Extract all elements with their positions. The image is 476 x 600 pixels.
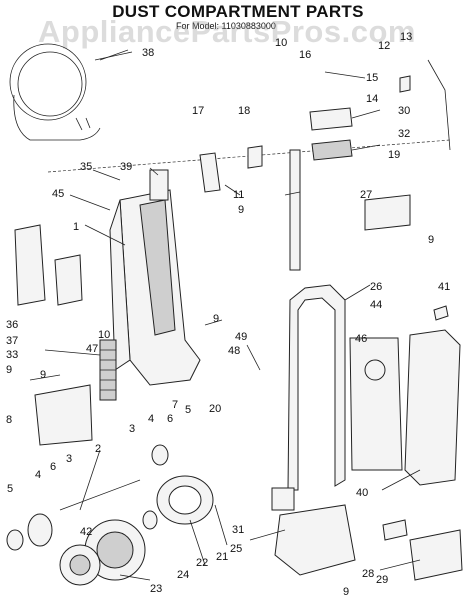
callout-9d: 9 [213, 313, 219, 325]
callout-3b: 3 [66, 453, 72, 465]
callout-40: 40 [356, 487, 368, 499]
callout-23: 23 [150, 583, 162, 595]
motor-assembly-part [6, 444, 214, 586]
callout-4a: 4 [148, 413, 154, 425]
vent-grille-part [409, 529, 463, 581]
callout-45: 45 [52, 188, 64, 200]
callout-14: 14 [366, 93, 378, 105]
callout-13: 13 [400, 31, 412, 43]
callout-5a: 5 [185, 404, 191, 416]
tube-frame-part [287, 284, 346, 491]
callout-9f: 9 [40, 369, 46, 381]
callout-9c: 9 [428, 234, 434, 246]
callout-27: 27 [360, 189, 372, 201]
power-cord-part [9, 43, 133, 141]
callout-39: 39 [120, 161, 132, 173]
callout-9e: 9 [343, 586, 349, 598]
housing-part [34, 384, 93, 446]
spring-part [99, 339, 117, 401]
callout-21: 21 [216, 551, 228, 563]
page-title: DUST COMPARTMENT PARTS [112, 2, 364, 21]
model-label: For Model: 11030883000 [176, 21, 276, 31]
callout-26: 26 [370, 281, 382, 293]
callout-25: 25 [230, 543, 242, 555]
callout-6a: 6 [167, 413, 173, 425]
callout-47: 47 [86, 343, 98, 355]
callout-19: 19 [388, 149, 400, 161]
bracket-part [364, 194, 411, 231]
callout-49: 49 [235, 331, 247, 343]
callout-9a: 9 [6, 364, 12, 376]
callout-37: 37 [6, 335, 18, 347]
callout-17: 17 [192, 105, 204, 117]
side-panel-part [14, 224, 46, 306]
callout-42: 42 [80, 526, 92, 538]
callout-18: 18 [238, 105, 250, 117]
callout-48: 48 [228, 345, 240, 357]
callout-7: 7 [172, 399, 178, 411]
callout-38: 38 [142, 47, 154, 59]
callout-36: 36 [6, 319, 18, 331]
callout-5b: 5 [7, 483, 13, 495]
callout-20: 20 [209, 403, 221, 415]
callout-24: 24 [177, 569, 189, 581]
bag-cover-part [404, 329, 461, 486]
callout-32: 32 [398, 128, 410, 140]
callout-35: 35 [80, 161, 92, 173]
callout-6b: 6 [50, 461, 56, 473]
callout-3a: 3 [129, 423, 135, 435]
callout-2: 2 [95, 443, 101, 455]
watermark: AppliancePartsPros.com [38, 14, 416, 49]
callout-9b: 9 [238, 204, 244, 216]
callout-10b: 10 [98, 329, 110, 341]
callout-11: 11 [233, 189, 244, 201]
callout-33: 33 [6, 349, 18, 361]
filter-bag-part [349, 337, 403, 471]
callout-28: 28 [362, 568, 374, 580]
callout-46: 46 [355, 333, 367, 345]
callout-22: 22 [196, 557, 208, 569]
rod-part [289, 149, 301, 271]
callout-41: 41 [438, 281, 450, 293]
callout-31: 31 [232, 524, 244, 536]
callout-10a: 10 [275, 37, 287, 49]
callout-16: 16 [299, 49, 311, 61]
callout-29: 29 [376, 574, 388, 586]
callout-30: 30 [398, 105, 410, 117]
callout-15: 15 [366, 72, 378, 84]
callout-12: 12 [378, 40, 390, 52]
callout-44: 44 [370, 299, 382, 311]
callout-1: 1 [73, 221, 79, 233]
callout-8: 8 [6, 414, 12, 426]
base-housing-part [274, 504, 356, 576]
callout-4b: 4 [35, 469, 41, 481]
dust-compartment-body-part [109, 169, 201, 386]
